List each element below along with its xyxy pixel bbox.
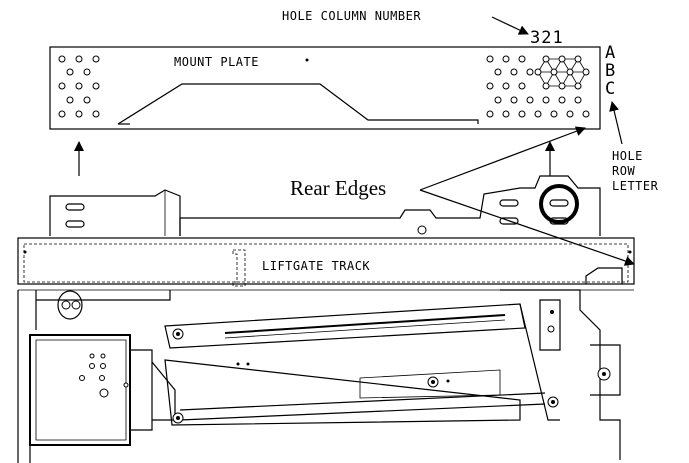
rear-edges-label: Rear Edges	[290, 176, 386, 200]
mount-plate: MOUNT PLATE	[49, 46, 601, 130]
hole-row-letter-line1: HOLE	[612, 149, 643, 163]
highlighted-hole-grid	[534, 55, 590, 90]
row-callout-arrow	[609, 101, 623, 145]
mount-plate-label: MOUNT PLATE	[174, 55, 259, 69]
column-digits: 321	[530, 28, 564, 48]
liftgate-track-label: LIFTGATE TRACK	[262, 259, 370, 273]
hole-row-letter-line2: ROW	[612, 164, 635, 178]
left-hole-pattern	[58, 55, 100, 118]
rear-edge-highlight-circle	[539, 184, 579, 224]
right-hole-pattern	[486, 55, 590, 118]
hole-row-letter-line3: LETTER	[612, 179, 659, 193]
column-callout-arrow	[491, 16, 529, 35]
rear-edge-arrow-lower	[419, 189, 635, 266]
liftgate-track-assembly: LIFTGATE TRACK	[17, 175, 635, 463]
hole-column-number-label: HOLE COLUMN NUMBER	[282, 9, 421, 23]
row-letter-b: B	[605, 61, 616, 81]
rear-edge-arrow-upper	[419, 126, 586, 191]
row-letter-c: C	[605, 79, 616, 99]
row-letter-a: A	[605, 43, 616, 63]
